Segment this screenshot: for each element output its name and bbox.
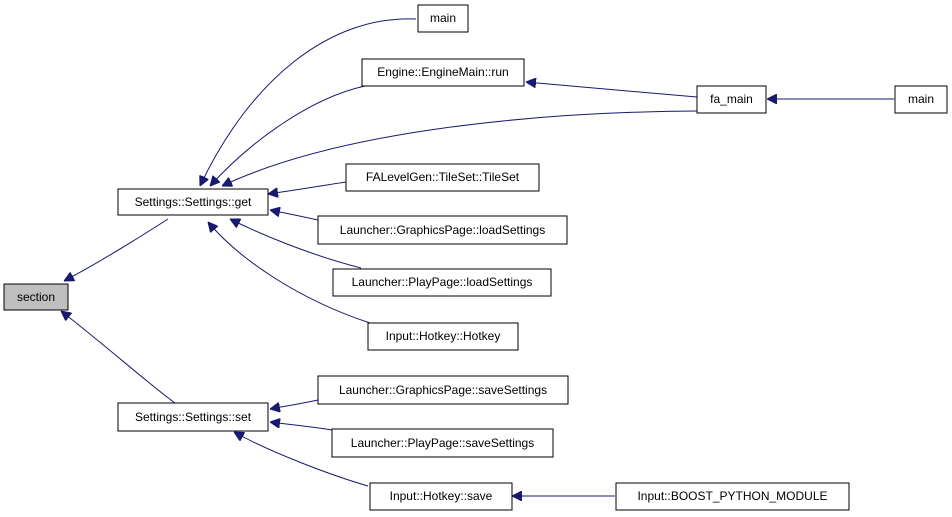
edge-tileset-to-settings-get [268, 181, 347, 194]
node-label: Input::Hotkey::save [390, 489, 493, 503]
node-play-load[interactable]: Launcher::PlayPage::loadSettings [332, 268, 552, 297]
node-gfx-save[interactable]: Launcher::GraphicsPage::saveSettings [317, 375, 569, 405]
edges [61, 18, 895, 496]
edge-gfx-load-to-settings-get [270, 210, 323, 222]
node-settings-set[interactable]: Settings::Settings::set [117, 402, 269, 432]
node-settings-get[interactable]: Settings::Settings::get [117, 188, 269, 216]
edge-settings-get-to-section [64, 218, 169, 281]
node-label: Launcher::PlayPage::saveSettings [351, 436, 534, 450]
node-engine-run[interactable]: Engine::EngineMain::run [361, 58, 525, 87]
edge-play-load-to-settings-get [230, 219, 362, 269]
edge-hotkey-save-to-settings-set [234, 432, 369, 487]
node-label: Engine::EngineMain::run [377, 65, 508, 79]
node-hotkey-save[interactable]: Input::Hotkey::save [369, 482, 513, 511]
edge-engine-run-to-settings-get [210, 85, 366, 186]
node-boost-module[interactable]: Input::BOOST_PYTHON_MODULE [615, 482, 850, 511]
edge-fa-main-to-settings-get [222, 110, 698, 186]
edge-gfx-save-to-settings-set [270, 399, 319, 409]
node-section[interactable]: section [3, 283, 69, 311]
node-label: main [430, 11, 456, 25]
node-label: FALevelGen::TileSet::TileSet [366, 170, 520, 184]
node-gfx-load[interactable]: Launcher::GraphicsPage::loadSettings [317, 215, 568, 245]
node-label: Launcher::GraphicsPage::loadSettings [340, 223, 545, 237]
node-label: Launcher::GraphicsPage::saveSettings [339, 383, 547, 397]
node-label: fa_main [710, 92, 753, 106]
edge-hotkey-ctor-to-settings-get [208, 222, 371, 324]
node-tileset[interactable]: FALevelGen::TileSet::TileSet [345, 163, 540, 192]
node-play-save[interactable]: Launcher::PlayPage::saveSettings [331, 428, 554, 458]
edge-play-save-to-settings-set [270, 422, 333, 431]
edge-main-top-to-settings-get [200, 18, 417, 186]
node-main-top[interactable]: main [417, 4, 469, 33]
edge-fa-main-to-engine-run [526, 82, 698, 98]
edge-settings-set-to-section [61, 311, 176, 404]
node-label: Input::BOOST_PYTHON_MODULE [637, 489, 827, 503]
node-hotkey-ctor[interactable]: Input::Hotkey::Hotkey [367, 322, 519, 351]
node-label: Launcher::PlayPage::loadSettings [352, 275, 533, 289]
node-label: Settings::Settings::set [135, 410, 252, 424]
node-fa-main[interactable]: fa_main [696, 85, 767, 114]
node-label: main [908, 92, 934, 106]
node-main-right[interactable]: main [894, 85, 948, 114]
node-label: Input::Hotkey::Hotkey [386, 329, 501, 343]
node-label: Settings::Settings::get [135, 195, 252, 209]
node-label: section [17, 290, 55, 304]
